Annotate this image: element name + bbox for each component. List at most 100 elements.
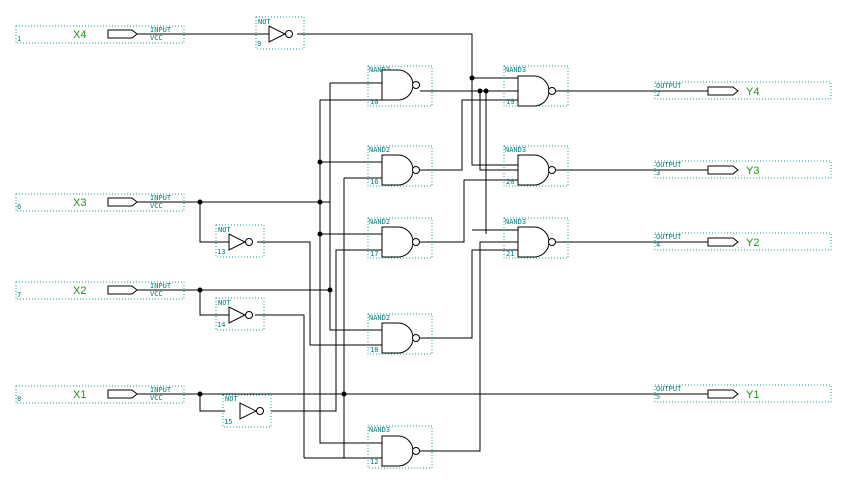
- gate-number: 9: [257, 40, 261, 48]
- input-label: INPUT: [150, 282, 172, 290]
- input-pin-x4[interactable]: 1 X4 INPUT VCC: [15, 25, 185, 44]
- input-pin-x1[interactable]: 8 X1 INPUT VCC: [15, 385, 185, 404]
- vcc-label: VCC: [150, 290, 163, 298]
- gate-type-label: NAND3: [505, 218, 526, 226]
- output-pin-y1[interactable]: OUTPUT 5 Y1: [654, 384, 832, 403]
- input-label: INPUT: [150, 26, 172, 34]
- input-port-shape: [107, 285, 138, 295]
- output-name: Y2: [746, 237, 759, 249]
- not-gate-symbol: [239, 402, 258, 420]
- gate-number: 21: [506, 250, 514, 258]
- inversion-bubble: [412, 334, 420, 342]
- output-pin-y4[interactable]: OUTPUT 2 Y4: [654, 81, 832, 100]
- gate-number: 15: [224, 418, 232, 426]
- gate-type-label: NAND3: [505, 66, 526, 74]
- vcc-label: VCC: [150, 394, 163, 402]
- input-port-shape: [107, 389, 138, 399]
- output-label: OUTPUT: [656, 82, 682, 90]
- nand-gate-symbol: [517, 226, 550, 258]
- pin-number: 3: [656, 169, 660, 177]
- output-name: Y3: [746, 165, 759, 177]
- input-label: INPUT: [150, 194, 172, 202]
- gate-number: 10: [370, 98, 378, 106]
- nand3-gate-12[interactable]: NAND3 12: [367, 425, 433, 469]
- vcc-label: VCC: [150, 34, 163, 42]
- gate-type-label: NAND3: [505, 146, 526, 154]
- output-name: Y1: [746, 389, 759, 401]
- pin-number: 5: [656, 393, 660, 401]
- input-port-shape: [107, 197, 138, 207]
- output-port-shape: [707, 165, 739, 175]
- not-gate-14[interactable]: NOT 14: [215, 297, 265, 331]
- wires: [137, 33, 708, 459]
- output-pin-y2[interactable]: OUTPUT 4 Y2: [654, 232, 832, 251]
- pin-number: 2: [656, 90, 660, 98]
- not-gate-13[interactable]: NOT 13: [215, 224, 265, 258]
- junction-dot: [327, 287, 333, 293]
- junction-dot: [317, 159, 323, 165]
- junction-dot: [317, 199, 323, 205]
- nand2-gate-17[interactable]: NAND2 17: [367, 217, 433, 259]
- pin-number: 7: [17, 291, 21, 299]
- nand-gate-symbol: [381, 435, 414, 467]
- output-label: OUTPUT: [656, 385, 682, 393]
- junction-dots: [197, 75, 489, 397]
- junction-dot: [317, 231, 323, 237]
- nand-gate-symbol: [517, 154, 550, 186]
- gate-number: 19: [506, 98, 514, 106]
- junction-dot: [477, 88, 483, 94]
- gate-number: 18: [370, 346, 378, 354]
- gate-number: 20: [506, 178, 514, 186]
- not-gate-9[interactable]: NOT 9: [255, 16, 305, 50]
- output-port-shape: [707, 389, 739, 399]
- junction-dot: [197, 199, 203, 205]
- inversion-bubble: [548, 166, 556, 174]
- input-port-shape: [107, 29, 138, 39]
- nand2-gate-18[interactable]: NAND2 18: [367, 313, 433, 355]
- gate-type-label: NAND3: [369, 426, 390, 434]
- nand3-gate-20[interactable]: NAND3 20: [503, 145, 569, 187]
- vcc-label: VCC: [150, 202, 163, 210]
- junction-dot: [341, 391, 347, 397]
- gate-number: 13: [217, 248, 225, 256]
- inversion-bubble: [548, 238, 556, 246]
- not-gate-symbol: [228, 306, 247, 324]
- junction-dot: [197, 391, 203, 397]
- nand-gate-symbol: [381, 154, 414, 186]
- inversion-bubble: [412, 166, 420, 174]
- gate-type-label: NAND2: [369, 146, 390, 154]
- junction-dot: [469, 75, 475, 81]
- inversion-bubble: [245, 311, 253, 319]
- nand3-gate-19[interactable]: NAND3 19: [503, 65, 569, 107]
- pin-number: 8: [17, 395, 21, 403]
- input-pin-x2[interactable]: 7 X2 INPUT VCC: [15, 281, 185, 300]
- not-gate-symbol: [228, 233, 247, 251]
- nand2-gate-10[interactable]: NAND2 10: [367, 65, 433, 107]
- gate-type-label: NOT: [218, 299, 231, 307]
- junction-dot: [483, 88, 489, 94]
- not-gate-symbol: [268, 25, 287, 43]
- inversion-bubble: [245, 238, 253, 246]
- input-name: X1: [73, 389, 86, 401]
- gate-type-label: NOT: [225, 395, 238, 403]
- nand3-gate-21[interactable]: NAND3 21: [503, 217, 569, 259]
- pin-number: 1: [17, 35, 21, 43]
- input-pin-x3[interactable]: 6 X3 INPUT VCC: [15, 193, 185, 212]
- inversion-bubble: [412, 81, 420, 89]
- input-name: X2: [73, 285, 86, 297]
- input-name: X4: [73, 29, 86, 41]
- nand-gate-symbol: [381, 226, 414, 258]
- output-pin-y3[interactable]: OUTPUT 3 Y3: [654, 160, 832, 179]
- pin-number: 6: [17, 203, 21, 211]
- nand2-gate-16[interactable]: NAND2 16: [367, 145, 433, 187]
- inversion-bubble: [412, 447, 420, 455]
- input-name: X3: [73, 197, 86, 209]
- nand-gate-symbol: [517, 75, 550, 107]
- nand-gate-symbol: [381, 69, 414, 101]
- input-label: INPUT: [150, 386, 172, 394]
- output-port-shape: [707, 86, 739, 96]
- not-gate-15[interactable]: NOT 15: [222, 394, 272, 428]
- gate-type-label: NOT: [218, 226, 231, 234]
- output-port-shape: [707, 237, 739, 247]
